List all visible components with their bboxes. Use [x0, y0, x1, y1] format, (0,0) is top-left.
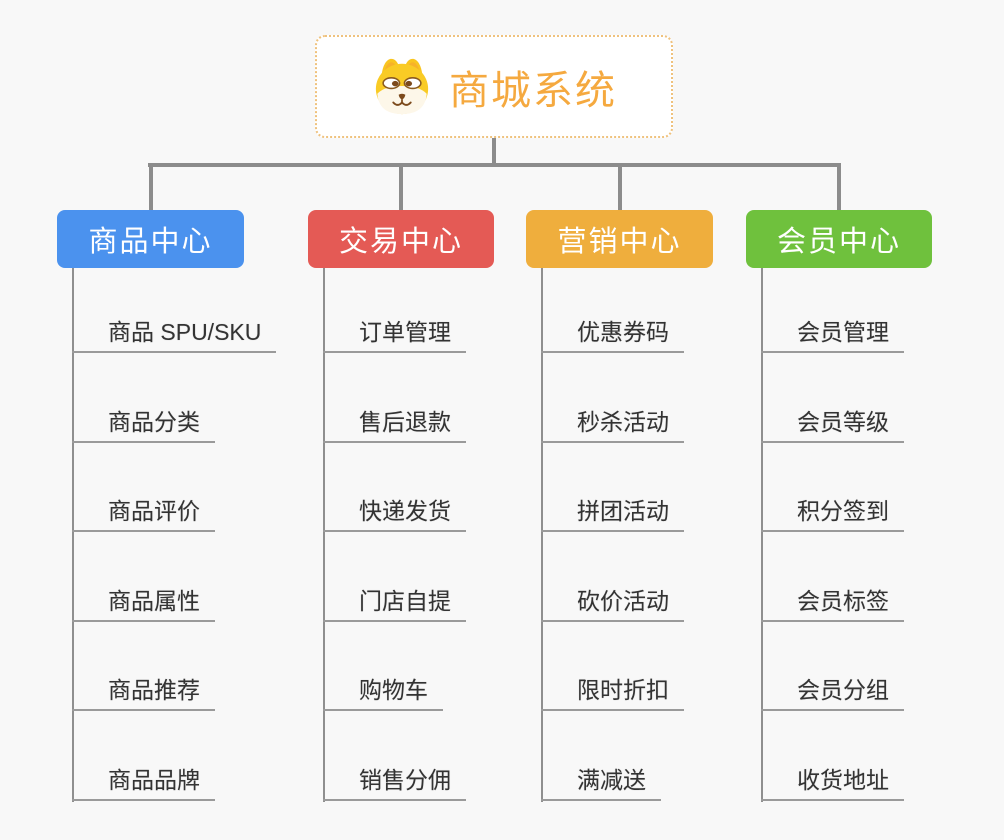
column-connector-line [72, 268, 74, 802]
leaf-item-products-5[interactable]: 商品品牌 [72, 767, 215, 801]
leaf-item-members-4[interactable]: 会员分组 [761, 677, 904, 711]
leaf-item-products-4[interactable]: 商品推荐 [72, 677, 215, 711]
leaf-item-trade-5[interactable]: 销售分佣 [323, 767, 466, 801]
branch-header-trade[interactable]: 交易中心 [308, 210, 494, 268]
column-connector-line [323, 268, 325, 802]
branch-drop-connector [617, 163, 622, 210]
leaf-item-trade-2[interactable]: 快递发货 [323, 498, 466, 532]
branch-drop-connector [148, 163, 153, 210]
leaf-item-marketing-1[interactable]: 秒杀活动 [541, 409, 684, 443]
root-stem-connector [492, 138, 496, 163]
branch-header-marketing[interactable]: 营销中心 [526, 210, 713, 268]
leaf-item-products-0[interactable]: 商品 SPU/SKU [72, 319, 277, 353]
leaf-item-trade-4[interactable]: 购物车 [323, 677, 443, 711]
leaf-item-members-3[interactable]: 会员标签 [761, 588, 904, 622]
leaf-item-products-3[interactable]: 商品属性 [72, 588, 215, 622]
root-node-mall-system[interactable]: 商城系统 [315, 35, 673, 138]
column-connector-line [541, 268, 543, 802]
leaf-item-members-5[interactable]: 收货地址 [761, 767, 904, 801]
leaf-item-members-0[interactable]: 会员管理 [761, 319, 904, 353]
leaf-item-marketing-2[interactable]: 拼团活动 [541, 498, 684, 532]
leaf-item-trade-3[interactable]: 门店自提 [323, 588, 466, 622]
leaf-item-marketing-5[interactable]: 满减送 [541, 767, 661, 801]
branch-drop-connector [399, 163, 403, 210]
branch-header-members[interactable]: 会员中心 [746, 210, 932, 268]
branch-drop-connector [837, 163, 841, 210]
leaf-item-trade-1[interactable]: 售后退款 [323, 409, 466, 443]
leaf-item-products-2[interactable]: 商品评价 [72, 498, 215, 532]
leaf-item-products-1[interactable]: 商品分类 [72, 409, 215, 443]
leaf-item-marketing-4[interactable]: 限时折扣 [541, 677, 684, 711]
column-connector-line [761, 268, 763, 802]
leaf-item-members-2[interactable]: 积分签到 [761, 498, 904, 532]
branch-horizontal-connector [148, 163, 841, 167]
leaf-item-trade-0[interactable]: 订单管理 [323, 319, 466, 353]
dog-face-icon [371, 57, 433, 117]
leaf-item-marketing-3[interactable]: 砍价活动 [541, 588, 684, 622]
branch-header-products[interactable]: 商品中心 [57, 210, 244, 268]
leaf-item-members-1[interactable]: 会员等级 [761, 409, 904, 443]
root-title: 商城系统 [449, 68, 617, 113]
leaf-item-marketing-0[interactable]: 优惠券码 [541, 319, 684, 353]
